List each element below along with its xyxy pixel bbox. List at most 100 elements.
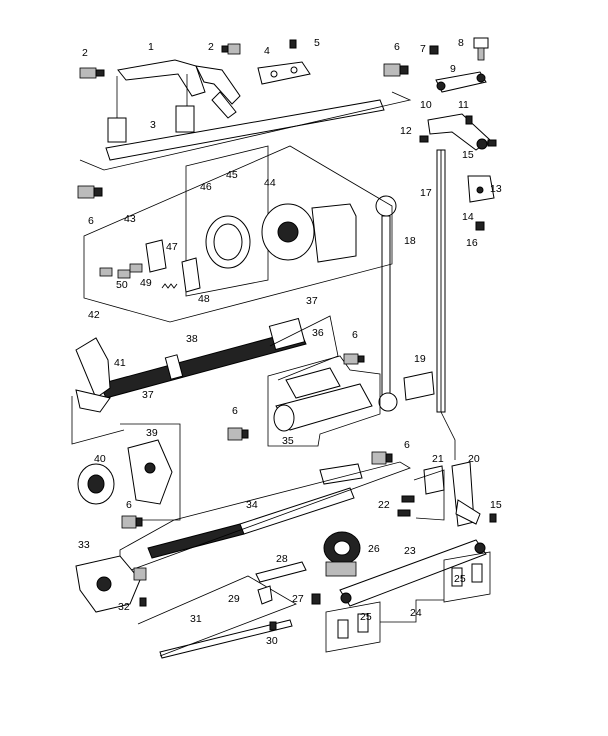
callout-21: 21 — [432, 453, 444, 465]
callout-14: 14 — [462, 211, 474, 223]
callout-6: 6 — [404, 439, 410, 451]
callout-10: 10 — [420, 99, 432, 111]
callout-36: 36 — [312, 327, 324, 339]
callout-43: 43 — [124, 213, 136, 225]
hinge-screw-icon — [121, 515, 143, 529]
callout-box-44 — [185, 145, 269, 297]
part-20-bracket — [451, 461, 481, 527]
leader-line — [440, 411, 456, 460]
bracket-outline-3 — [79, 91, 412, 171]
callout-box-25a — [443, 551, 491, 603]
callout-24: 24 — [410, 607, 422, 619]
part-35-feed-cam — [273, 367, 373, 432]
callout-6: 6 — [126, 499, 132, 511]
callout-9: 9 — [450, 63, 456, 75]
screw-icon — [79, 67, 105, 79]
callout-22: 22 — [378, 499, 390, 511]
callout-4: 4 — [264, 45, 270, 57]
part-4-plate — [257, 61, 311, 85]
callout-38: 38 — [186, 333, 198, 345]
part-12-screw — [419, 135, 429, 143]
part-17-needle-bar-rod — [436, 149, 446, 413]
leader-line-24 — [380, 599, 444, 623]
callout-42: 42 — [88, 309, 100, 321]
callout-box-35 — [267, 355, 381, 447]
part-40-bobbin-case — [77, 463, 115, 505]
part-22-screw — [401, 495, 415, 503]
callout-6: 6 — [88, 215, 94, 227]
callout-35: 35 — [282, 435, 294, 447]
callout-44: 44 — [264, 177, 276, 189]
part-28-pin — [255, 561, 307, 583]
callout-25: 25 — [360, 611, 372, 623]
callout-15: 15 — [490, 499, 502, 511]
part-50-screws — [99, 263, 143, 279]
callout-33: 33 — [78, 539, 90, 551]
part-33-gear-housing — [75, 555, 147, 613]
callout-12: 12 — [400, 125, 412, 137]
part-11-screw — [465, 115, 473, 125]
callout-8: 8 — [458, 37, 464, 49]
part-10-crank — [427, 113, 491, 151]
part-8-stud — [473, 37, 489, 61]
callout-27: 27 — [292, 593, 304, 605]
callout-box-25b — [325, 601, 381, 653]
hinge-screw-icon — [383, 63, 409, 77]
callout-7: 7 — [420, 43, 426, 55]
part-27-screw — [311, 593, 321, 605]
callout-13: 13 — [490, 183, 502, 195]
part-34-lower-shaft — [147, 463, 363, 559]
callout-30: 30 — [266, 635, 278, 647]
callout-34: 34 — [246, 499, 258, 511]
part-49-spring — [161, 283, 178, 289]
screw-icon — [289, 39, 297, 49]
callout-26: 26 — [368, 543, 380, 555]
callout-18: 18 — [404, 235, 416, 247]
callout-46: 46 — [200, 181, 212, 193]
part-26-gear — [323, 531, 361, 577]
callout-box-43 — [83, 145, 393, 323]
part-47-bracket — [145, 239, 167, 273]
part-7-screw — [429, 45, 439, 55]
callout-50: 50 — [116, 279, 128, 291]
callout-box-36 — [269, 315, 339, 381]
part-9-link — [435, 71, 487, 93]
part-39-hook-cover — [127, 439, 173, 505]
callout-45: 45 — [226, 169, 238, 181]
part-30-screw — [269, 621, 277, 631]
hinge-screw-icon — [371, 451, 393, 465]
hinge-screw-icon — [343, 353, 365, 365]
callout-2: 2 — [208, 41, 214, 53]
hinge-screw-icon — [227, 427, 249, 441]
part-16-nut — [475, 221, 485, 231]
callout-15: 15 — [462, 149, 474, 161]
part-13-screw — [487, 139, 497, 147]
part-15-screw — [489, 513, 497, 523]
callout-39: 39 — [146, 427, 158, 439]
part-48-bracket — [181, 257, 201, 293]
callout-6: 6 — [352, 329, 358, 341]
part-1-lever-assembly — [117, 59, 241, 119]
part-23-feed-bar — [339, 539, 487, 607]
callout-11: 11 — [458, 99, 469, 111]
part-41-hook — [75, 337, 111, 413]
callout-47: 47 — [166, 241, 178, 253]
part-18-connecting-rod — [375, 195, 398, 412]
callout-41: 41 — [114, 357, 126, 369]
callout-25: 25 — [454, 573, 466, 585]
part-29-lever — [257, 585, 273, 605]
callout-3: 3 — [150, 119, 156, 131]
part-25-screws — [337, 563, 483, 639]
callout-5: 5 — [314, 37, 320, 49]
callout-37: 37 — [306, 295, 318, 307]
callout-29: 29 — [228, 593, 240, 605]
callout-box-31 — [137, 575, 297, 657]
part-3-rock-shaft — [105, 74, 385, 161]
part-14-clamp — [467, 175, 495, 203]
hook-drive-housing — [261, 203, 357, 263]
part-32-screw — [139, 597, 147, 607]
callout-40: 40 — [94, 453, 106, 465]
callout-1: 1 — [148, 41, 154, 53]
hook-race-ring — [205, 215, 251, 269]
hinge-screw-icon — [77, 185, 103, 199]
